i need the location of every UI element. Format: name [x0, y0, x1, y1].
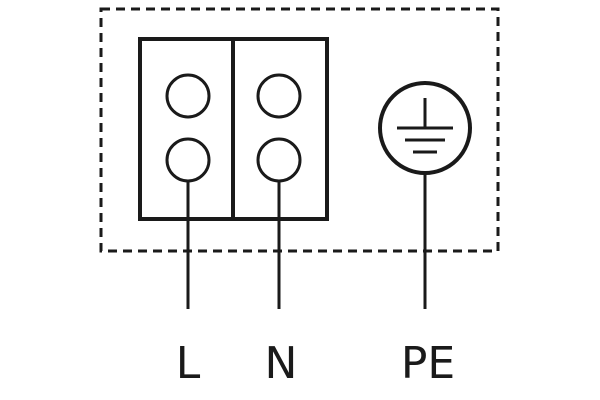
enclosure-boundary	[99, 7, 500, 253]
ground-icon	[378, 81, 472, 175]
terminal-l-bottom-screw	[165, 137, 211, 183]
label-n: N	[265, 338, 298, 389]
terminal-n-bottom-screw	[256, 137, 302, 183]
terminal-block	[138, 37, 329, 221]
terminal-n-top-screw	[256, 73, 302, 119]
terminal-l-top-screw	[165, 73, 211, 119]
label-pe: PE	[401, 338, 455, 389]
label-l: L	[176, 338, 201, 389]
